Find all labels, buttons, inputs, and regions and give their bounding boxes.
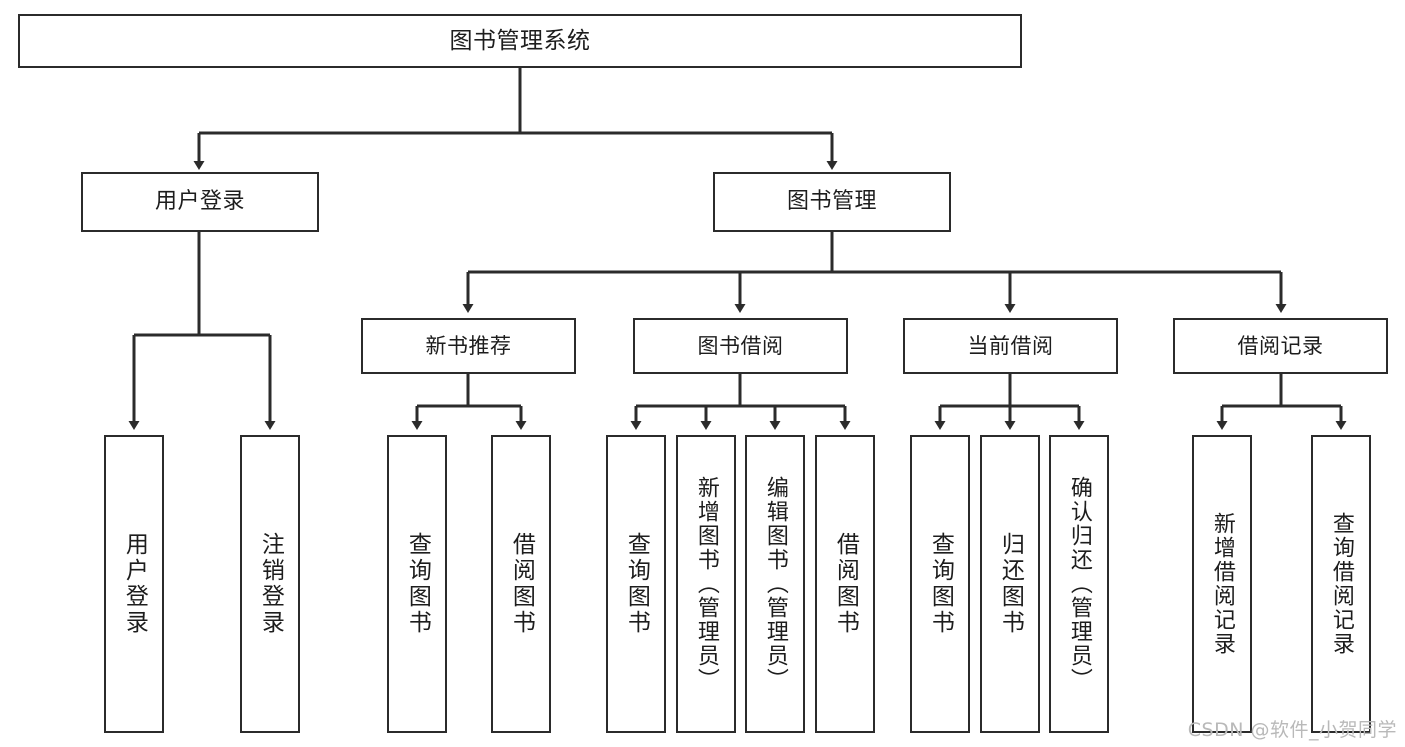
node-book-management-label: 图书管理 [786, 189, 877, 215]
leaf-borrow-record-add[interactable]: 新增借阅记录 [1192, 435, 1252, 733]
leaf-user-login-signin[interactable]: 用户登录 [104, 435, 164, 733]
node-user-login[interactable]: 用户登录 [81, 172, 319, 232]
leaf-new-book-borrow-label: 借阅图书 [508, 532, 535, 636]
leaf-user-login-signout[interactable]: 注销登录 [240, 435, 300, 733]
leaf-current-borrow-query-label: 查询图书 [927, 532, 954, 636]
node-user-login-label: 用户登录 [154, 189, 245, 215]
node-book-management[interactable]: 图书管理 [713, 172, 951, 232]
node-current-borrow-label: 当前借阅 [967, 333, 1054, 358]
leaf-book-borrow-query[interactable]: 查询图书 [606, 435, 666, 733]
leaf-current-borrow-confirm-return[interactable]: 确认归还（管理员） [1049, 435, 1109, 733]
node-root[interactable]: 图书管理系统 [18, 14, 1022, 68]
leaf-book-borrow-add[interactable]: 新增图书（管理员） [676, 435, 736, 733]
leaf-borrow-record-query[interactable]: 查询借阅记录 [1311, 435, 1371, 733]
leaf-book-borrow-borrow-label: 借阅图书 [832, 532, 859, 636]
leaf-book-borrow-edit[interactable]: 编辑图书（管理员） [745, 435, 805, 733]
node-borrow-record[interactable]: 借阅记录 [1173, 318, 1388, 374]
leaf-new-book-query[interactable]: 查询图书 [387, 435, 447, 733]
watermark-text: CSDN @软件_小贺同学 [1187, 719, 1397, 741]
node-borrow-record-label: 借阅记录 [1237, 333, 1324, 358]
leaf-new-book-query-label: 查询图书 [404, 532, 431, 636]
leaf-new-book-borrow[interactable]: 借阅图书 [491, 435, 551, 733]
leaf-user-login-signout-label: 注销登录 [257, 532, 284, 636]
leaf-current-borrow-confirm-return-label: 确认归还（管理员） [1066, 476, 1092, 692]
leaf-book-borrow-edit-label: 编辑图书（管理员） [762, 476, 788, 692]
leaf-user-login-signin-label: 用户登录 [121, 532, 148, 636]
leaf-current-borrow-return-label: 归还图书 [997, 532, 1024, 636]
leaf-book-borrow-add-label: 新增图书（管理员） [693, 476, 719, 692]
node-new-book-recommend-label: 新书推荐 [425, 333, 512, 358]
node-current-borrow[interactable]: 当前借阅 [903, 318, 1118, 374]
leaf-borrow-record-add-label: 新增借阅记录 [1209, 512, 1235, 656]
leaf-book-borrow-borrow[interactable]: 借阅图书 [815, 435, 875, 733]
leaf-borrow-record-query-label: 查询借阅记录 [1328, 512, 1354, 656]
node-book-borrow-label: 图书借阅 [697, 333, 784, 358]
node-root-label: 图书管理系统 [449, 27, 591, 54]
leaf-current-borrow-return[interactable]: 归还图书 [980, 435, 1040, 733]
leaf-book-borrow-query-label: 查询图书 [623, 532, 650, 636]
leaf-current-borrow-query[interactable]: 查询图书 [910, 435, 970, 733]
node-new-book-recommend[interactable]: 新书推荐 [361, 318, 576, 374]
node-book-borrow[interactable]: 图书借阅 [633, 318, 848, 374]
